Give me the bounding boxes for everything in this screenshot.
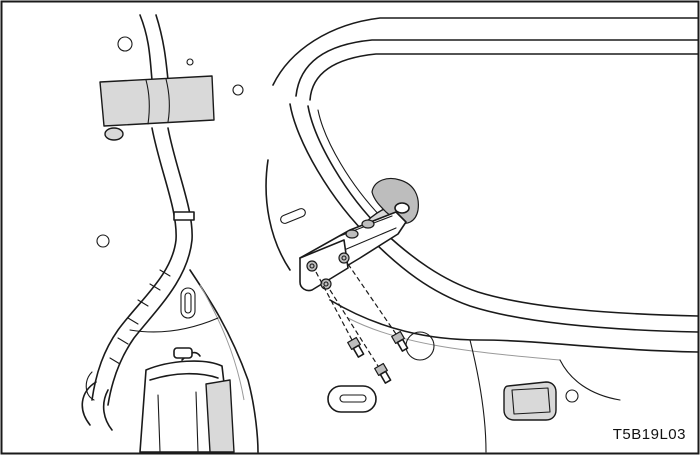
liftgate-hinge: [299, 177, 419, 292]
hinge-bolt: [347, 336, 365, 358]
bolt-removal-paths: [315, 263, 397, 367]
wiring-harness: [81, 14, 215, 431]
hinge-bolt: [374, 362, 392, 384]
figure-code: T5B19L03: [612, 426, 686, 443]
tape-block: [99, 75, 215, 127]
liftgate-opening: [265, 17, 699, 453]
harness-clip: [173, 211, 195, 221]
panel-holes-right: [280, 208, 579, 421]
hinge-bolts: [347, 330, 409, 384]
hinge-bolt: [391, 330, 409, 352]
body-panel-left: [96, 36, 259, 453]
